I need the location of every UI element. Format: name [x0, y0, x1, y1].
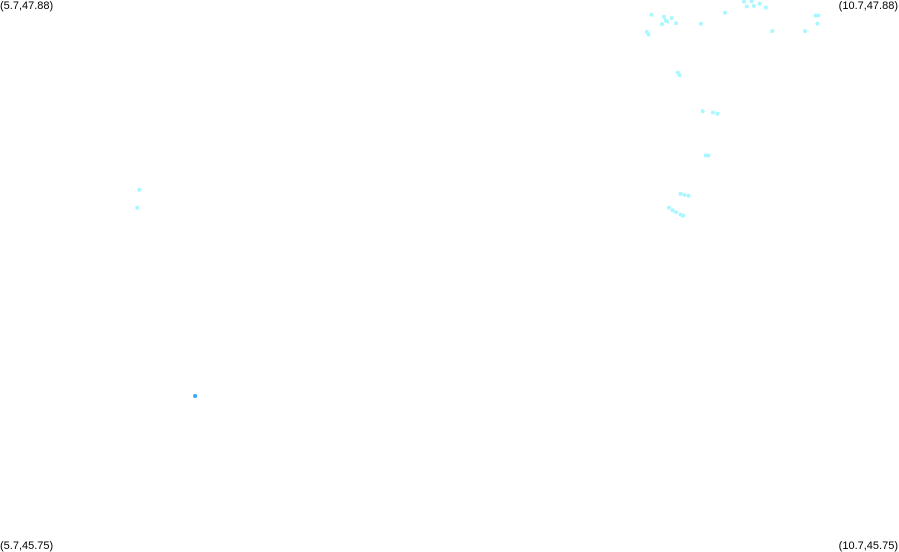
map-feature-light	[744, 4, 749, 9]
map-feature-light	[816, 13, 821, 18]
map-feature-light	[698, 21, 703, 26]
map-feature-light	[669, 16, 674, 21]
map-feature-light	[677, 73, 682, 78]
map-feature-light	[678, 191, 683, 196]
dark-feature-layer	[193, 394, 198, 398]
map-feature-light	[674, 21, 678, 26]
map-feature-light	[660, 22, 664, 27]
map-feature-light	[674, 210, 678, 215]
map-feature-light	[757, 1, 762, 6]
corner-label-top-right: (10.7,47.88)	[838, 0, 898, 12]
map-feature-light	[662, 14, 666, 19]
map-feature-light	[137, 187, 142, 192]
map-feature-light	[686, 193, 691, 198]
map-feature-dark	[193, 394, 198, 398]
map-feature-light	[706, 153, 711, 158]
map-feature-light	[649, 12, 654, 17]
map-feature-light	[813, 13, 818, 18]
map-feature-light	[815, 21, 820, 26]
corner-label-top-left: (5.7,47.88)	[0, 0, 54, 12]
corner-label-bottom-left: (5.7,45.75)	[0, 540, 54, 552]
map-feature-light	[666, 205, 671, 210]
map-feature-light	[763, 5, 768, 10]
map-feature-light	[751, 4, 756, 8]
map-feature-light	[646, 32, 651, 37]
map-feature-light	[665, 19, 670, 24]
map-feature-light	[135, 205, 140, 210]
map-feature-light	[700, 109, 705, 114]
map-feature-light	[670, 208, 675, 213]
light-feature-layer	[135, 0, 821, 218]
map-feature-light	[749, 0, 754, 4]
map-feature-light	[803, 29, 808, 34]
map-feature-light	[770, 29, 775, 34]
map-feature-light	[742, 0, 746, 4]
map-feature-light	[682, 192, 687, 197]
map-feature-light	[715, 111, 720, 116]
corner-label-bottom-right: (10.7,45.75)	[838, 540, 898, 552]
map-feature-light	[723, 10, 727, 15]
map-feature-light	[681, 213, 686, 218]
map-feature-light	[710, 110, 715, 115]
